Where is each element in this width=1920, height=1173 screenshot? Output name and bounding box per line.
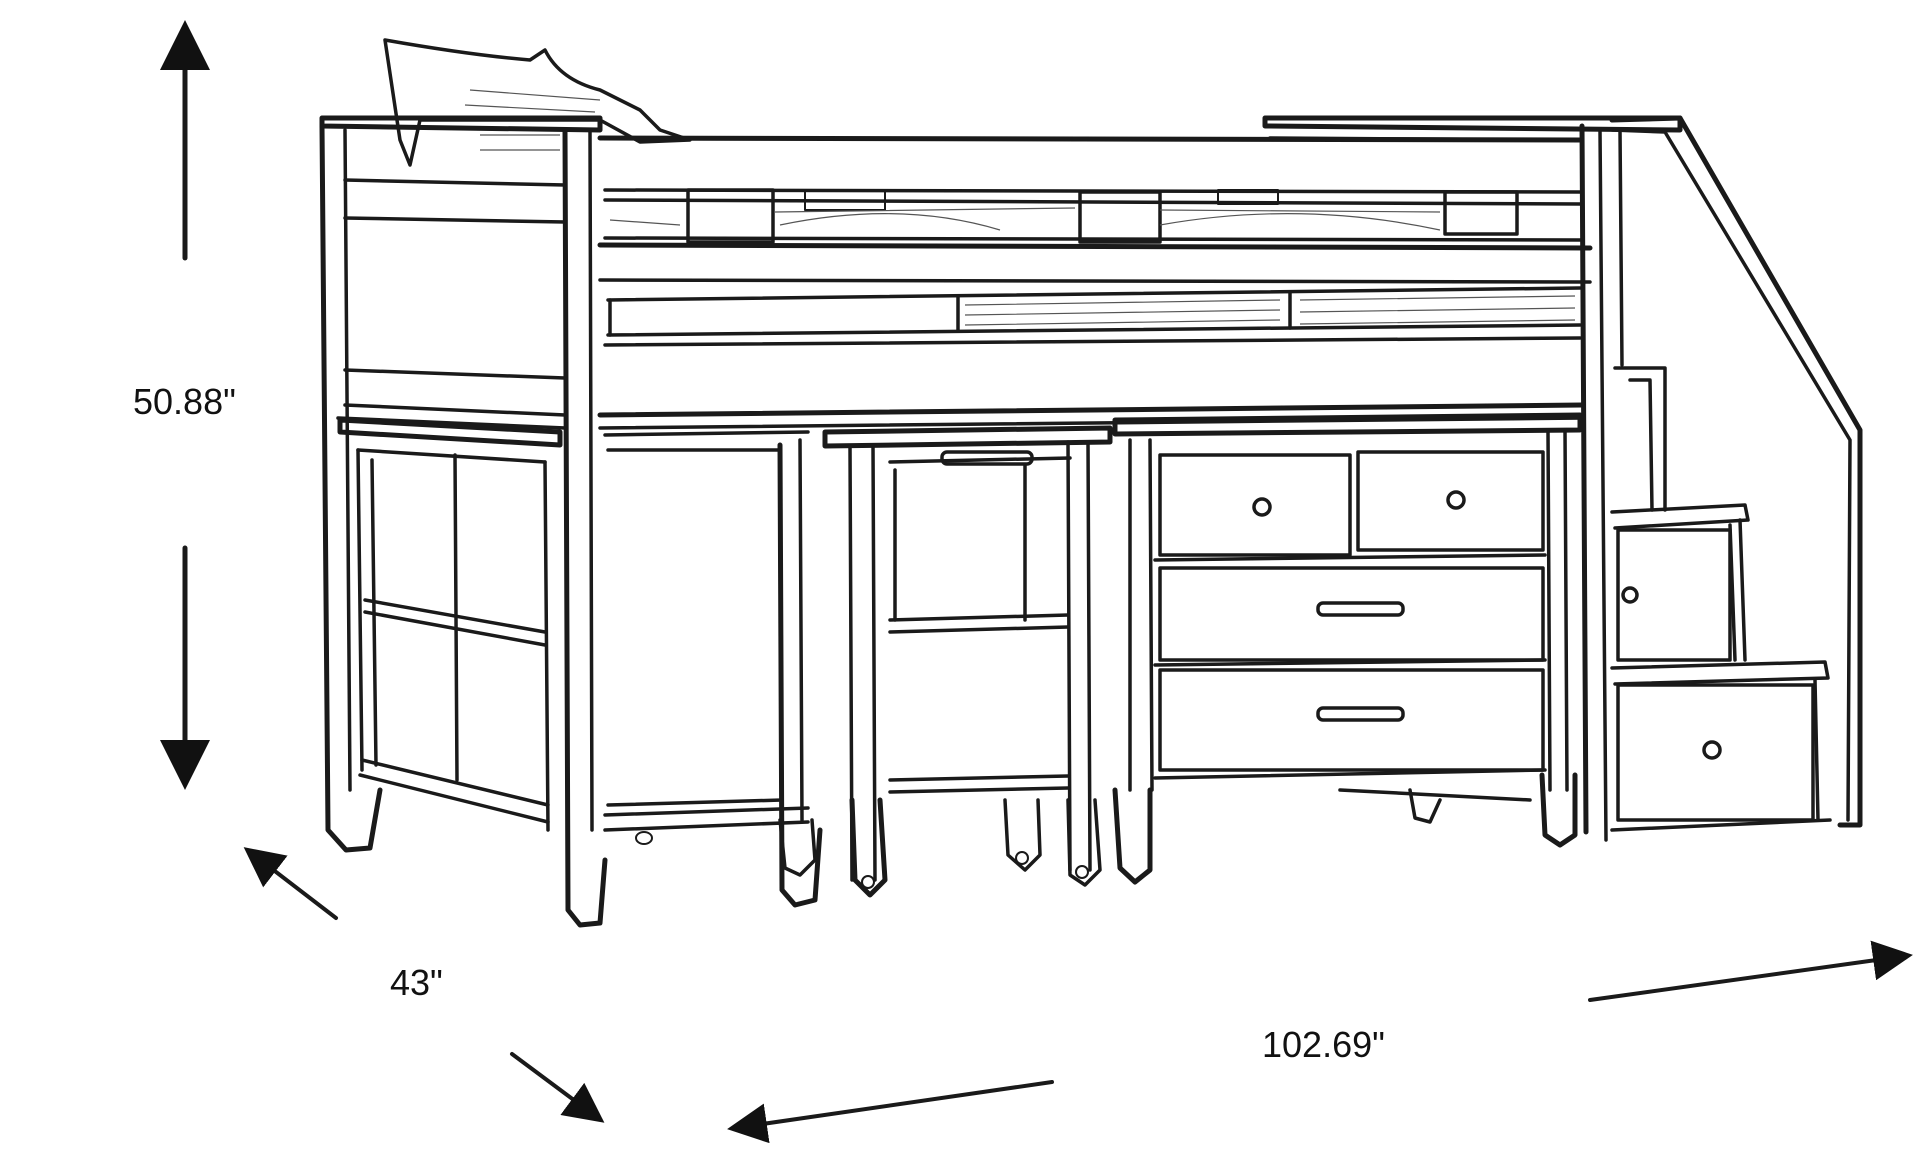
width-dimension-label: 102.69" — [1262, 1024, 1385, 1065]
depth-dimension-label: 43" — [390, 962, 443, 1003]
depth-arrow-back — [243, 847, 338, 920]
bookcase — [337, 417, 563, 832]
depth-arrow-front — [510, 1052, 605, 1123]
stair-unit — [1609, 115, 1863, 832]
width-arrow-left — [727, 1080, 1054, 1144]
height-dimension-label: 50.88" — [133, 381, 236, 422]
width-arrow-right — [1588, 940, 1913, 1002]
desk-chair — [778, 425, 1113, 898]
desk — [603, 430, 823, 908]
dresser — [1112, 412, 1583, 885]
loft-bed — [319, 38, 1683, 928]
